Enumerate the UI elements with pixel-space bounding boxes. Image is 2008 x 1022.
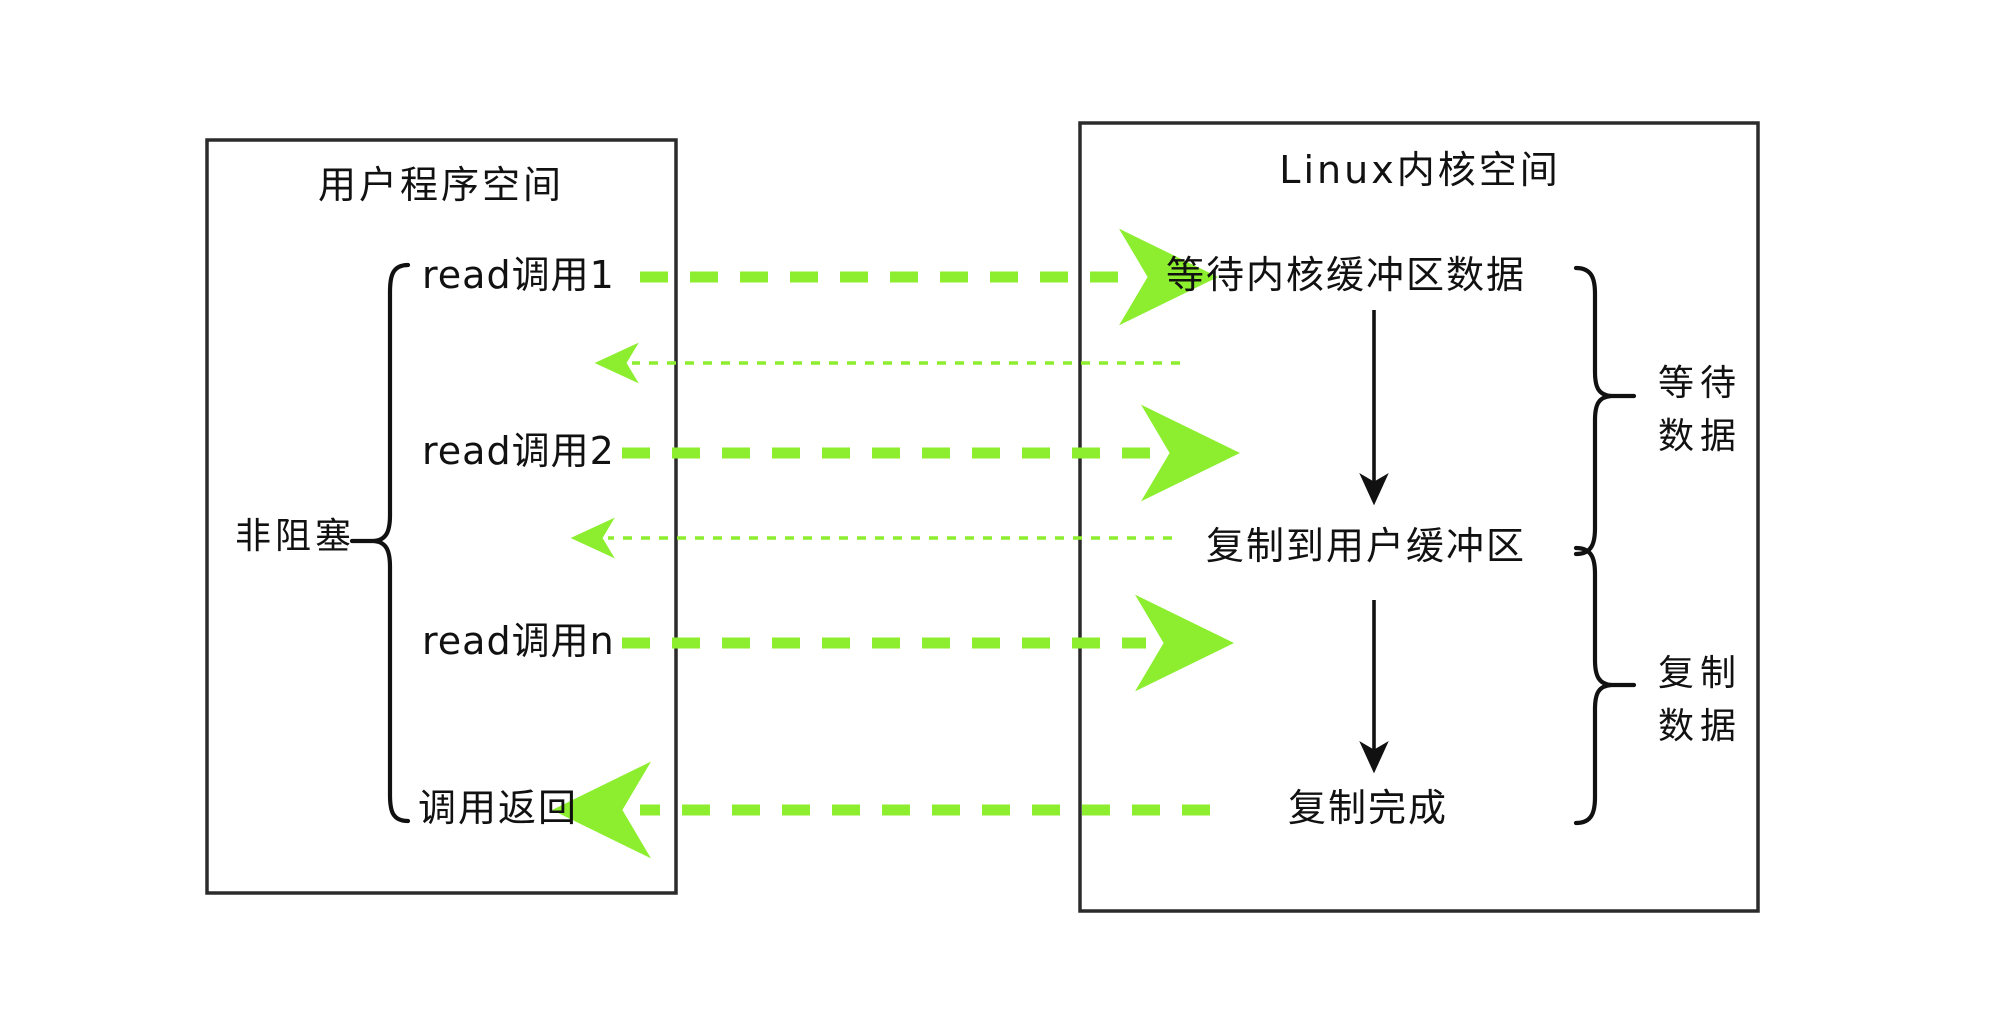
kernel-step-copy-to-user: 复制到用户缓冲区 (1206, 524, 1527, 568)
wait-data-brace (1573, 265, 1614, 557)
kernel-space-title: Linux内核空间 (1279, 148, 1561, 192)
phase-wait-data-line2: 数据 (1658, 416, 1743, 457)
kernel-step-wait-buffer: 等待内核缓冲区数据 (1166, 253, 1527, 297)
phase-copy-data-line1: 复制 (1658, 653, 1743, 694)
non-blocking-label: 非阻塞 (235, 516, 356, 557)
phase-wait-data-line1: 等待 (1658, 363, 1743, 404)
phase-copy-data-line2: 数据 (1658, 706, 1743, 747)
non-blocking-brace (371, 262, 411, 824)
user-space-box (205, 138, 678, 895)
user-space-title: 用户程序空间 (317, 163, 565, 207)
user-call-read-1: read调用1 (422, 253, 615, 297)
user-call-read-n: read调用n (422, 619, 615, 663)
user-call-return: 调用返回 (418, 786, 579, 830)
user-call-read-2: read调用2 (422, 429, 615, 473)
copy-data-brace (1573, 545, 1614, 826)
kernel-space-box (1078, 121, 1760, 913)
kernel-step-copy-complete: 复制完成 (1288, 786, 1449, 830)
